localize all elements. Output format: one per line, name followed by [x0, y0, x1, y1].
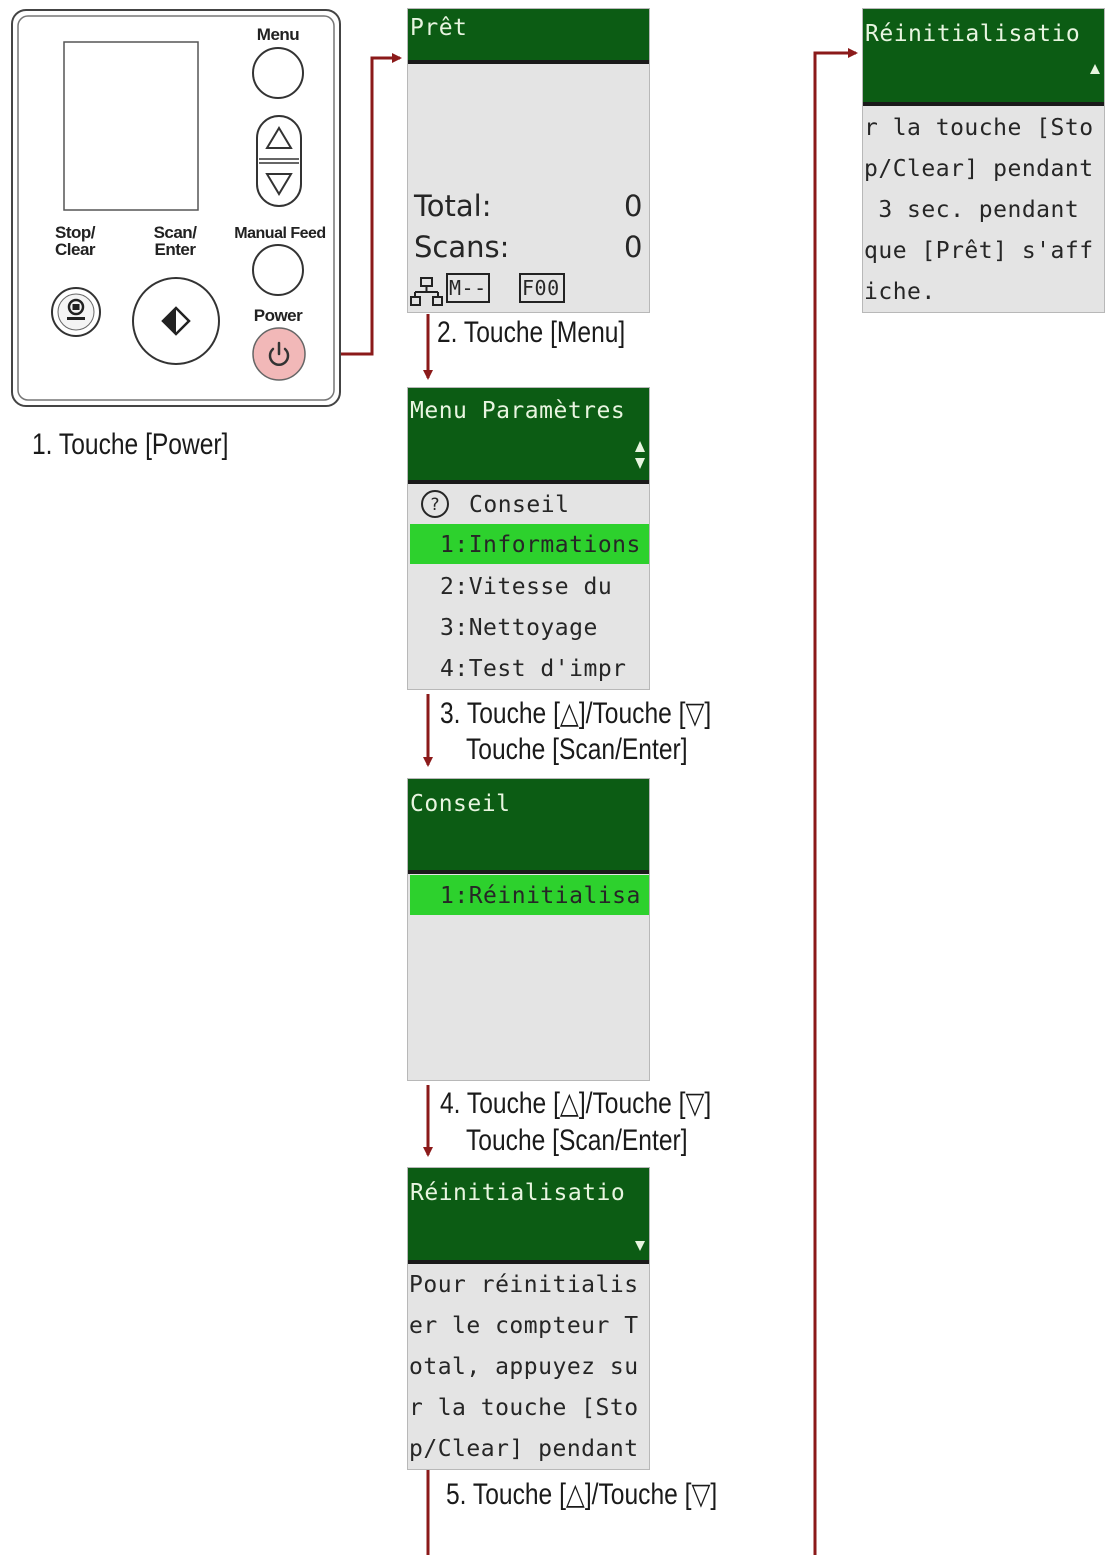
mode-indicator-box: M--	[446, 273, 490, 303]
lcd-screen-ready: Prêt Total: 0 Scans: 0 M-- F00	[407, 8, 650, 313]
step-1-caption: 1. Touche [Power]	[32, 428, 229, 461]
step-4-caption-line2: Touche [Scan/Enter]	[466, 1124, 688, 1157]
help-label: Conseil	[469, 492, 570, 518]
down-triangle-icon	[265, 173, 293, 196]
message-line: que [Prêt] s'aff	[864, 238, 1094, 264]
mode-indicator-text: M--	[449, 276, 487, 300]
code-indicator-text: F00	[522, 276, 560, 300]
lcd-header: Conseil	[408, 779, 649, 874]
stop-clear-label: Stop/ Clear	[54, 223, 96, 259]
menu-item[interactable]: 2:Vitesse du	[440, 574, 613, 600]
screen-title: Conseil	[410, 791, 511, 817]
lcd-header: Menu Paramètres	[408, 388, 649, 484]
step-3-caption: 3. Touche [△]/Touche [▽]	[440, 697, 712, 730]
screen-title: Prêt	[410, 15, 468, 41]
scan-diamond-icon	[161, 306, 191, 336]
manual-feed-label: Manual Feed	[234, 225, 326, 242]
screen-title: Réinitialisatio	[410, 1180, 626, 1206]
menu-item-selected[interactable]: 1:Informations	[410, 524, 649, 564]
network-icon	[410, 277, 443, 306]
lcd-screen-reset-page2: Réinitialisatio r la touche [Sto p/Clear…	[862, 8, 1105, 313]
scroll-up-down-icon	[635, 441, 645, 469]
message-line: r la touche [Sto	[864, 115, 1094, 141]
message-line: 3 sec. pendant	[864, 197, 1080, 223]
menu-item[interactable]: 4:Test d'impr	[440, 656, 627, 682]
scroll-down-icon	[635, 1241, 645, 1251]
menu-item-selected[interactable]: 1:Réinitialisa	[410, 875, 649, 915]
message-line: p/Clear] pendant	[864, 156, 1094, 182]
power-button[interactable]	[250, 325, 308, 383]
panel-lcd-window	[63, 41, 199, 211]
message-line: otal, appuyez su	[409, 1354, 639, 1380]
step-5-caption: 5. Touche [△]/Touche [▽]	[446, 1478, 718, 1511]
screen-title: Menu Paramètres	[410, 398, 626, 424]
message-line: Pour réinitialis	[409, 1272, 639, 1298]
message-line: iche.	[864, 279, 936, 305]
menu-button[interactable]	[250, 45, 306, 101]
up-down-button[interactable]	[253, 112, 305, 210]
connector-step5-up	[813, 48, 858, 1555]
lcd-screen-reset-page1: Réinitialisatio Pour réinitialis er le c…	[407, 1167, 650, 1470]
power-icon	[268, 341, 290, 366]
total-label: Total:	[414, 189, 492, 223]
lcd-screen-menu: Menu Paramètres ? Conseil 1:Informations…	[407, 387, 650, 690]
total-value: 0	[624, 189, 643, 223]
message-line: p/Clear] pendant	[409, 1436, 639, 1462]
message-line: er le compteur T	[409, 1313, 639, 1339]
scans-value: 0	[624, 230, 643, 264]
scroll-up-icon	[1090, 64, 1100, 74]
step-4-caption: 4. Touche [△]/Touche [▽]	[440, 1087, 712, 1120]
help-circle-icon: ?	[421, 490, 449, 518]
lcd-screen-conseil: Conseil 1:Réinitialisa	[407, 778, 650, 1081]
lcd-header: Réinitialisatio	[863, 9, 1104, 106]
scans-label: Scans:	[414, 230, 510, 264]
lcd-header: Réinitialisatio	[408, 1168, 649, 1264]
step-3-caption-line2: Touche [Scan/Enter]	[466, 733, 688, 766]
step-2-caption: 2. Touche [Menu]	[437, 316, 626, 349]
code-indicator-box: F00	[519, 273, 565, 303]
menu-button-label: Menu	[256, 25, 300, 44]
operator-panel: Menu Stop/ Clear Scan/ Enter Manual Feed	[10, 8, 342, 408]
message-line: r la touche [Sto	[409, 1395, 639, 1421]
menu-item[interactable]: 3:Nettoyage	[440, 615, 598, 641]
menu-item-label: 1:Réinitialisa	[440, 883, 641, 909]
power-button-label: Power	[253, 306, 303, 325]
scan-enter-label: Scan/ Enter	[153, 223, 197, 259]
stop-icon	[67, 298, 85, 320]
up-triangle-icon	[265, 126, 293, 149]
manual-feed-button[interactable]	[250, 242, 306, 298]
stop-clear-button[interactable]	[48, 284, 104, 340]
lcd-header: Prêt	[408, 9, 649, 64]
screen-title: Réinitialisatio	[865, 21, 1081, 47]
scan-enter-button[interactable]	[129, 274, 223, 368]
svg-text:?: ?	[430, 495, 439, 515]
menu-item-label: 1:Informations	[440, 532, 641, 558]
